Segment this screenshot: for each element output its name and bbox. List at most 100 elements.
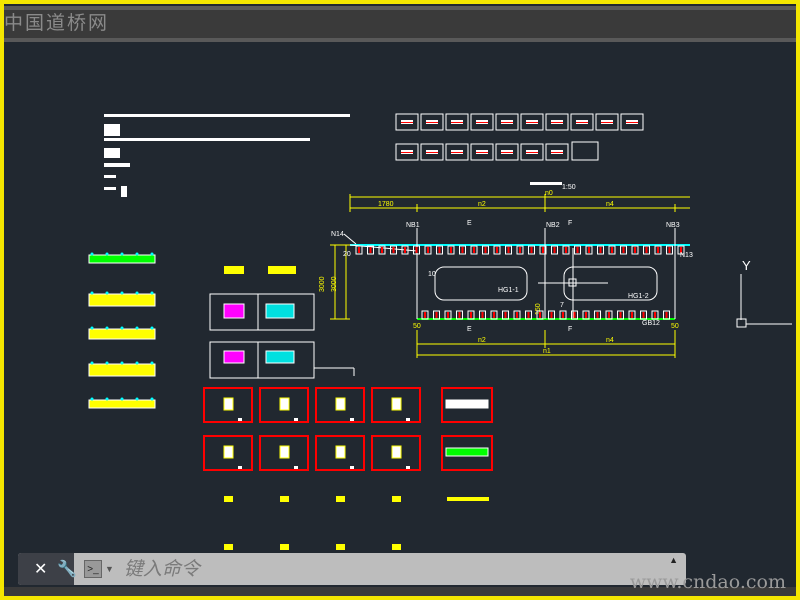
beam-stud xyxy=(90,361,94,365)
beam-stud xyxy=(150,252,154,256)
detail-frames xyxy=(209,266,355,379)
rib xyxy=(516,245,524,255)
rib-fill xyxy=(381,247,383,253)
drawing-canvas[interactable]: 1:50 n0 1780 n2 n4 n2 n4 xyxy=(4,42,796,553)
history-up-icon[interactable]: ▲ xyxy=(669,555,678,565)
rib-fill xyxy=(496,247,498,253)
label-n13: N13 xyxy=(680,252,693,259)
table-cell xyxy=(545,143,569,161)
watermark-logo: 中国道桥网 xyxy=(4,12,110,34)
close-icon[interactable]: ✕ xyxy=(34,561,48,578)
rib xyxy=(548,310,555,320)
label-nb2: NB2 xyxy=(546,222,560,229)
rib-fill xyxy=(619,312,622,318)
section-table xyxy=(395,113,644,161)
rib-fill xyxy=(642,312,645,318)
beam-stud xyxy=(135,291,139,295)
rib-fill xyxy=(585,312,587,318)
rib-fill xyxy=(588,247,590,253)
red-frame xyxy=(259,387,309,423)
ucs-icon: Y xyxy=(736,258,792,328)
notes-block xyxy=(104,114,350,197)
red-frame xyxy=(371,435,421,471)
cell-line xyxy=(501,122,513,123)
small-detail xyxy=(224,496,233,502)
beam-stud xyxy=(120,397,124,401)
beam-stud xyxy=(105,291,109,295)
beam xyxy=(88,254,156,264)
rib xyxy=(562,245,570,255)
rib-fill xyxy=(438,247,441,253)
rib-fill xyxy=(634,247,636,253)
rib xyxy=(447,245,455,255)
rib xyxy=(470,245,478,255)
rib xyxy=(355,245,363,255)
beam-stud xyxy=(150,361,154,365)
red-frame xyxy=(441,435,493,471)
table-cell xyxy=(420,113,444,131)
rib-fill xyxy=(404,247,406,253)
cell-line xyxy=(576,122,588,123)
dim-n1: n1 xyxy=(543,348,551,355)
cell-line xyxy=(501,152,513,153)
small-detail xyxy=(280,544,289,550)
rib xyxy=(677,245,685,255)
rib-fill xyxy=(461,247,464,253)
rib-fill xyxy=(596,312,599,318)
table-cell xyxy=(495,113,519,131)
section-detail xyxy=(391,397,402,411)
beam-stud xyxy=(120,252,124,256)
status-bar xyxy=(4,587,796,596)
cell-line xyxy=(551,152,563,153)
beam-stud xyxy=(90,252,94,256)
dim-total: n0 xyxy=(545,190,553,197)
beam-stud xyxy=(90,326,94,330)
rib xyxy=(651,310,659,320)
rib-fill xyxy=(358,247,360,253)
wrench-icon[interactable]: 🔧 xyxy=(57,561,78,578)
frame-tag xyxy=(294,418,298,421)
cell-line xyxy=(451,152,463,153)
beam-stud xyxy=(90,397,94,401)
cell-line xyxy=(526,122,538,123)
label-n14: N14 xyxy=(331,231,344,238)
rib xyxy=(666,245,673,255)
chevron-down-icon[interactable]: ▼ xyxy=(105,564,114,574)
table-cell xyxy=(445,113,469,131)
command-input[interactable] xyxy=(121,557,546,581)
red-frame xyxy=(371,387,421,423)
rib xyxy=(597,245,604,255)
rib xyxy=(528,245,535,255)
terminal-icon[interactable]: >_ xyxy=(84,560,102,578)
rib-fill xyxy=(481,312,484,318)
rib-fill xyxy=(504,312,507,318)
section-e-bottom: E xyxy=(467,326,472,333)
rib-fill xyxy=(665,312,668,318)
cell-line xyxy=(451,122,463,123)
beam-stud xyxy=(105,397,109,401)
beam-stud xyxy=(105,361,109,365)
red-frame xyxy=(203,387,253,423)
rib xyxy=(582,310,590,320)
rib-fill xyxy=(470,312,472,318)
rib-fill xyxy=(424,312,426,318)
frame-tag xyxy=(350,466,354,469)
rib xyxy=(401,245,409,255)
section-detail xyxy=(391,445,402,459)
rib xyxy=(585,245,593,255)
beam-stud xyxy=(150,291,154,295)
frame-tag xyxy=(238,466,242,469)
table-cell xyxy=(420,143,444,161)
cell-line xyxy=(526,152,538,153)
frame-tag xyxy=(406,418,410,421)
frame-tag xyxy=(238,418,242,421)
small-detail xyxy=(224,544,233,550)
rib-fill xyxy=(516,312,518,318)
beam-stud xyxy=(105,252,109,256)
main-section-drawing: 1:50 n0 1780 n2 n4 n2 n4 xyxy=(319,182,693,358)
section-f-top: F xyxy=(568,220,572,227)
beam-stud xyxy=(120,326,124,330)
command-line-handle[interactable]: ✕ 🔧 xyxy=(18,553,78,585)
dim-50-right: 50 xyxy=(671,323,679,330)
rib xyxy=(459,245,466,255)
